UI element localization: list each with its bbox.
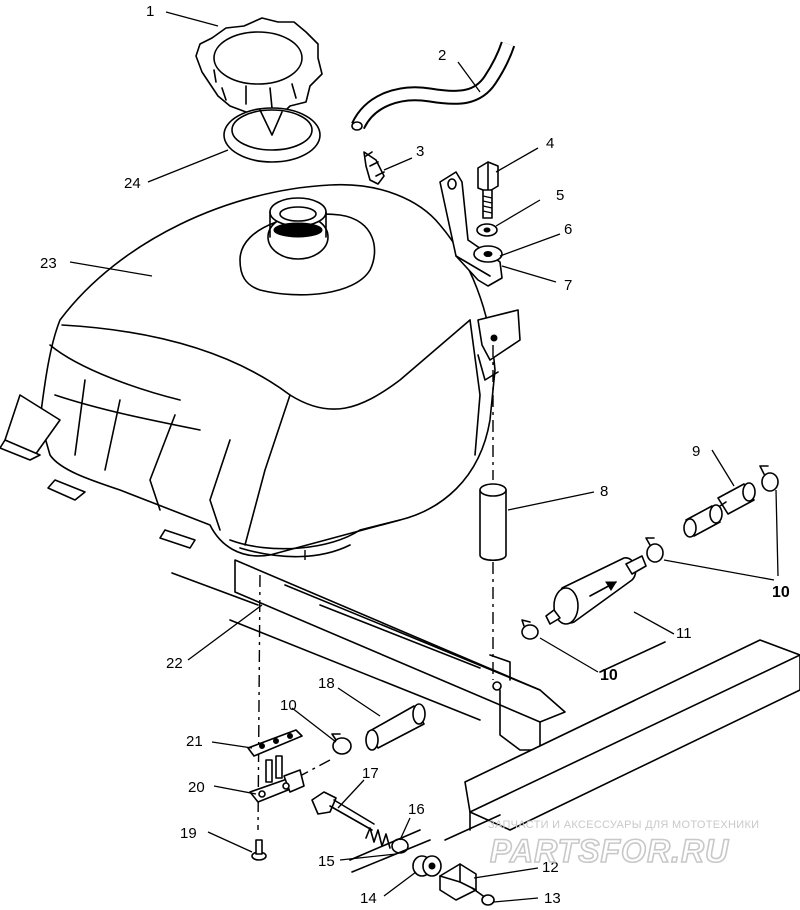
callout-6: 6 [564,221,572,238]
callout-12: 12 [542,859,559,876]
fuel-line-lower [365,703,426,751]
callout-18: 18 [318,675,335,692]
valve-knob [439,863,477,901]
fuel-tank [0,183,521,558]
callout-24: 24 [124,175,141,192]
callout-22: 22 [166,655,183,672]
watermark-subtitle: ЗАПЧАСТИ И АКСЕССУАРЫ ДЛЯ МОТОТЕХНИКИ [488,819,759,831]
callout-14: 14 [360,890,377,907]
gas-cap [195,17,323,115]
break-lines [349,829,431,873]
callout-7: 7 [564,277,572,294]
knob-screw [471,887,495,906]
lock-washer [476,223,498,237]
spacer-sleeve [479,483,507,562]
mounting-plate [247,729,303,757]
fuel-line-upper [683,482,756,538]
screw [251,839,267,861]
fuel-filter [545,555,647,625]
valve-shaft [311,791,375,831]
callout-13: 13 [544,890,561,907]
callout-16: 16 [408,801,425,818]
leader-lines [69,11,779,903]
callout-10-filter: 10 [600,667,618,684]
vent-hose [351,41,516,131]
callout-3: 3 [416,143,424,160]
flat-washer [473,245,503,263]
callout-1: 1 [146,3,154,20]
callout-10-lower: 10 [280,697,297,714]
hose-clamp-upper-right [759,465,779,492]
fuel-valve [249,755,305,803]
callout-20: 20 [188,779,205,796]
callout-8: 8 [600,483,608,500]
watermark-logo: PARTSFOR.RU [490,833,729,869]
spring [365,827,391,849]
frame [171,559,800,841]
callout-5: 5 [556,187,564,204]
callout-2: 2 [438,47,446,64]
callout-17: 17 [362,765,379,782]
watermark: ЗАПЧАСТИ И АКСЕССУАРЫ ДЛЯ МОТОТЕХНИКИ PA… [488,819,759,870]
callout-4: 4 [546,135,554,152]
callout-19: 19 [180,825,197,842]
vent-fitting [363,151,385,185]
callout-10-right: 10 [772,584,790,601]
assembly-lines [257,345,494,831]
cap-gasket [223,107,321,163]
hose-clamp-filter-inlet [521,619,539,640]
callout-9: 9 [692,443,700,460]
hose-clamp-filter-outlet [645,537,664,563]
callouts: 1 2 3 4 5 6 7 8 9 10 10 10 11 12 13 14 1… [40,3,790,907]
hose-clamp-lower [331,733,352,755]
callout-15: 15 [318,853,335,870]
callout-23: 23 [40,255,57,272]
bolt [477,161,499,219]
callout-21: 21 [186,733,203,750]
callout-11: 11 [676,625,692,642]
bushing [412,855,442,877]
